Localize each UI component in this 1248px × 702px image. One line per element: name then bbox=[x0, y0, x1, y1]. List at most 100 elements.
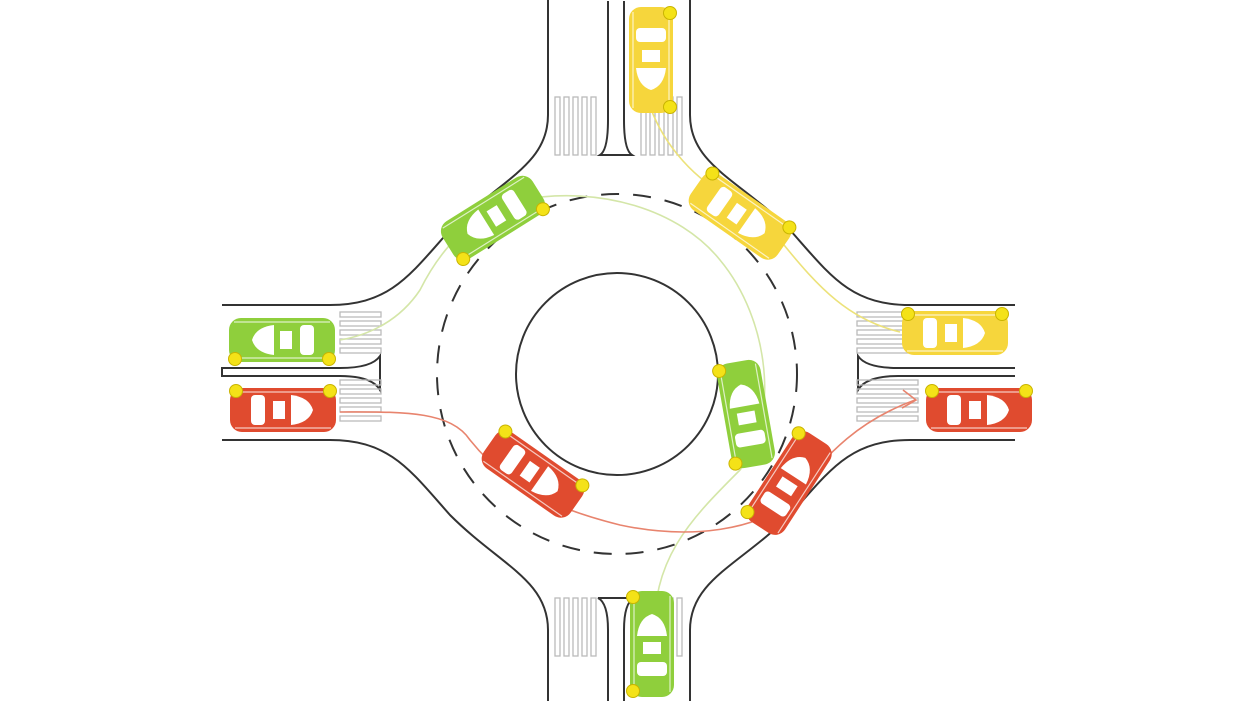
indicator-light-icon bbox=[925, 384, 939, 398]
car-trim bbox=[483, 431, 583, 517]
car-trim bbox=[907, 314, 1003, 352]
crosswalk-stripe bbox=[572, 96, 579, 156]
indicator-light-icon bbox=[228, 352, 242, 366]
indicator-light-icon bbox=[498, 424, 513, 439]
rear-window bbox=[760, 491, 791, 517]
rear-window bbox=[251, 395, 265, 425]
road-edge-top-right bbox=[689, 0, 1015, 306]
crosswalk-stripe bbox=[590, 597, 597, 657]
roof-window bbox=[969, 401, 981, 419]
roof-window bbox=[642, 50, 660, 62]
crosswalk-stripe bbox=[554, 597, 561, 657]
crosswalk-stripe bbox=[572, 597, 579, 657]
windshield bbox=[291, 395, 313, 425]
roof-window bbox=[945, 324, 957, 342]
windshield bbox=[780, 457, 810, 485]
crosswalk-stripe bbox=[563, 96, 570, 156]
windshield bbox=[530, 466, 559, 496]
roof-window bbox=[643, 642, 661, 654]
rear-window bbox=[706, 186, 733, 217]
car-trim bbox=[690, 173, 790, 259]
car-yellow bbox=[629, 6, 677, 114]
crosswalk-stripe bbox=[856, 415, 919, 422]
crosswalk-stripe bbox=[676, 96, 683, 156]
crosswalk-stripe bbox=[590, 96, 597, 156]
median-bottom bbox=[597, 597, 635, 701]
roof-window bbox=[776, 476, 798, 497]
crosswalk-stripe bbox=[339, 311, 382, 318]
crosswalk-stripe bbox=[676, 597, 683, 657]
roof-window bbox=[736, 410, 757, 426]
crosswalk-stripe bbox=[339, 347, 382, 354]
rear-window bbox=[636, 28, 666, 42]
median-right bbox=[857, 352, 1015, 394]
car-red bbox=[229, 384, 337, 432]
crosswalk-stripe bbox=[339, 397, 382, 404]
crosswalk-stripe bbox=[563, 597, 570, 657]
windshield bbox=[636, 68, 666, 90]
windshield bbox=[637, 614, 667, 636]
indicator-light-icon bbox=[535, 202, 550, 217]
car-red bbox=[481, 424, 590, 518]
roof-window bbox=[280, 331, 292, 349]
roof-window bbox=[726, 202, 747, 225]
rear-window bbox=[300, 325, 314, 355]
rear-window bbox=[947, 395, 961, 425]
car-red bbox=[925, 384, 1033, 432]
rear-window bbox=[499, 444, 526, 475]
crosswalk-stripe bbox=[339, 415, 382, 422]
crosswalk-stripe bbox=[339, 320, 382, 327]
crosswalk-stripe bbox=[581, 597, 588, 657]
windshield bbox=[252, 325, 274, 355]
road-edge-top-left bbox=[222, 0, 549, 306]
car-trim bbox=[931, 391, 1027, 429]
rear-window bbox=[734, 429, 766, 448]
indicator-light-icon bbox=[626, 590, 640, 604]
indicator-light-icon bbox=[740, 505, 755, 520]
indicator-light-icon bbox=[456, 252, 471, 267]
car-trim bbox=[235, 391, 331, 429]
median-top bbox=[596, 1, 636, 156]
car-yellow bbox=[901, 307, 1009, 355]
indicator-light-icon bbox=[323, 384, 337, 398]
car-trim bbox=[632, 12, 670, 108]
crosswalk-stripe bbox=[339, 338, 382, 345]
path-green bbox=[339, 194, 766, 641]
road-edge-bottom-left bbox=[222, 439, 549, 701]
car-red bbox=[740, 426, 832, 535]
crosswalk-stripe bbox=[856, 388, 919, 395]
car-green bbox=[228, 318, 336, 366]
arrow-head-icon bbox=[901, 389, 918, 409]
indicator-light-icon bbox=[728, 456, 743, 471]
car-trim bbox=[442, 176, 544, 260]
indicator-light-icon bbox=[322, 352, 336, 366]
windshield bbox=[987, 395, 1009, 425]
indicator-light-icon bbox=[663, 100, 677, 114]
indicator-light-icon bbox=[791, 426, 806, 441]
windshield bbox=[466, 209, 495, 239]
car-green bbox=[626, 590, 674, 698]
car-trim bbox=[234, 321, 330, 359]
car-yellow bbox=[688, 166, 797, 260]
indicator-light-icon bbox=[782, 220, 797, 235]
indicator-light-icon bbox=[995, 307, 1009, 321]
central-island bbox=[515, 272, 719, 476]
roof-window bbox=[273, 401, 285, 419]
lane-divider-dashed bbox=[436, 193, 798, 555]
crosswalk-stripe bbox=[554, 96, 561, 156]
cars bbox=[228, 6, 1033, 698]
windshield bbox=[729, 384, 760, 409]
roof-window bbox=[519, 460, 540, 483]
indicator-light-icon bbox=[575, 478, 590, 493]
path-red bbox=[339, 399, 916, 533]
rear-window bbox=[501, 189, 527, 220]
rear-window bbox=[923, 318, 937, 348]
road-outline bbox=[221, 0, 1015, 701]
car-green bbox=[440, 175, 550, 267]
indicator-light-icon bbox=[712, 364, 727, 379]
indicator-light-icon bbox=[663, 6, 677, 20]
indicator-light-icon bbox=[1019, 384, 1033, 398]
crosswalk-stripe bbox=[339, 379, 382, 386]
windshield bbox=[963, 318, 985, 348]
